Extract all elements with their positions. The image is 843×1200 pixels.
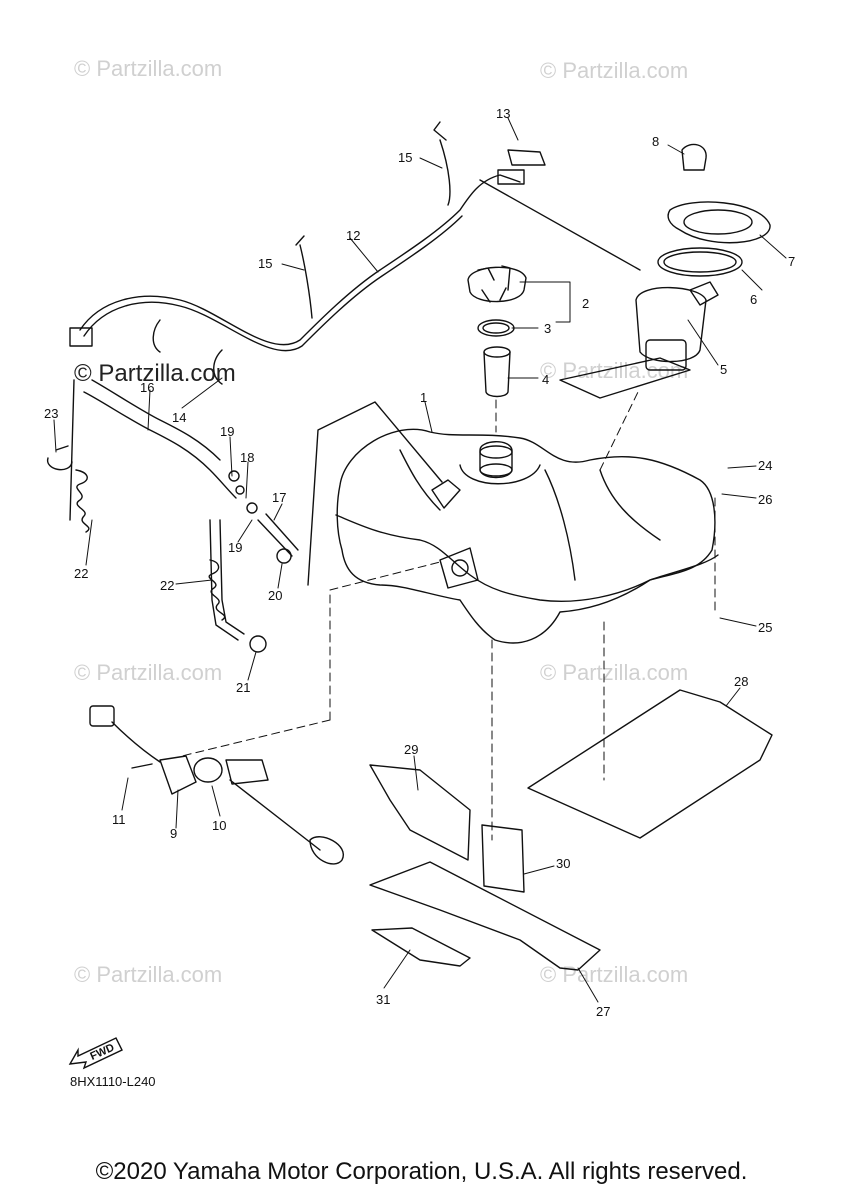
pad-28: [527, 689, 773, 839]
callout-9: 9: [170, 826, 177, 841]
hose-12: [79, 174, 521, 346]
callout-4: 4: [542, 372, 549, 387]
watermark: © Partzilla.com: [74, 56, 223, 81]
callout-15: 15: [398, 150, 412, 165]
pad-29: [369, 764, 471, 861]
watermark: © Partzilla.com: [74, 962, 223, 987]
callout-5: 5: [720, 362, 727, 377]
callout-19: 19: [220, 424, 234, 439]
callout-2: 2: [582, 296, 589, 311]
callout-14: 14: [172, 410, 186, 425]
copyright: ©2020 Yamaha Motor Corporation, U.S.A. A…: [95, 1158, 748, 1185]
pad-27: [369, 861, 601, 971]
callout-11: 11: [112, 812, 126, 827]
watermark-dark: © Partzilla.com: [74, 360, 236, 387]
callout-29: 29: [404, 742, 418, 757]
callout-21: 21: [236, 680, 250, 695]
callout-3: 3: [544, 321, 551, 336]
callout-19: 19: [228, 540, 242, 555]
callout-13: 13: [496, 106, 510, 121]
callout-22: 22: [74, 566, 88, 581]
watermark: © Partzilla.com: [540, 660, 689, 685]
callout-10: 10: [212, 818, 226, 833]
callout-labels: 1 2 3 4 5 6 7 8 13 15 12 15 14 16 23 19 …: [44, 106, 795, 1019]
callout-20: 20: [268, 588, 282, 603]
fuel-tank: [336, 428, 716, 644]
callout-16: 16: [140, 380, 154, 395]
fwd-arrow-icon: FWD: [66, 1030, 126, 1075]
callout-18: 18: [240, 450, 254, 465]
callout-15: 15: [258, 256, 272, 271]
callout-27: 27: [596, 1004, 610, 1019]
callout-31: 31: [376, 992, 390, 1007]
callout-23: 23: [44, 406, 58, 421]
pad-31: [371, 927, 471, 967]
callout-12: 12: [346, 228, 360, 243]
callout-28: 28: [734, 674, 748, 689]
callout-26: 26: [758, 492, 772, 507]
watermark: © Partzilla.com: [74, 660, 223, 685]
watermark: © Partzilla.com: [540, 58, 689, 83]
callout-6: 6: [750, 292, 757, 307]
callout-24: 24: [758, 458, 772, 473]
callout-8: 8: [652, 134, 659, 149]
watermark: © Partzilla.com: [540, 962, 689, 987]
diagram-code: 8HX1110-L240: [70, 1074, 156, 1089]
callout-30: 30: [556, 856, 570, 871]
pad-30: [481, 824, 525, 893]
callout-17: 17: [272, 490, 286, 505]
callout-7: 7: [788, 254, 795, 269]
callout-25: 25: [758, 620, 772, 635]
callout-1: 1: [420, 390, 427, 405]
callout-22: 22: [160, 578, 174, 593]
